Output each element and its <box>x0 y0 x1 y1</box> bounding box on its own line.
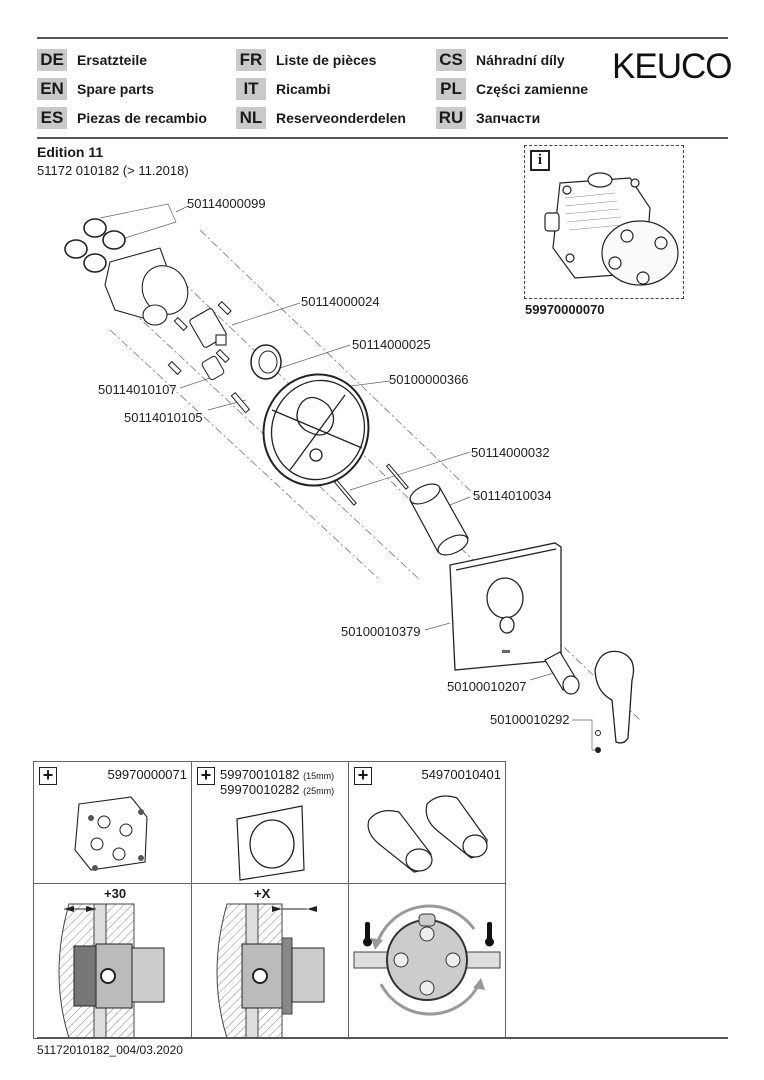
lang-pl: PL Części zamienne <box>436 78 588 100</box>
part-label-mounting-plate: 50100000366 <box>389 372 469 387</box>
part-label-screws: 50114000032 <box>471 445 550 460</box>
exploded-view-illustration <box>64 203 641 753</box>
info-part-number: 59970000070 <box>525 302 605 317</box>
lang-label: Ersatzteile <box>77 52 148 68</box>
lang-it: IT Ricambi <box>236 78 330 100</box>
extension-installation-diagram <box>216 903 325 1039</box>
accessory-note-25mm: (25mm) <box>303 786 335 796</box>
install-label-plusx: +X <box>254 886 271 901</box>
lang-label: Запчасти <box>476 110 541 126</box>
mounting-box-illustration <box>74 796 148 871</box>
plus-icon: + <box>354 766 372 785</box>
top-rule <box>37 37 728 39</box>
keuco-logo: KEUCO <box>612 47 732 86</box>
plus-icon: + <box>197 766 215 785</box>
lang-code: DE <box>37 49 67 71</box>
part-label-spindle-extension: 50100010207 <box>447 679 527 694</box>
valve-body-illustration <box>544 172 679 286</box>
header-rule <box>37 137 728 139</box>
lang-code: IT <box>236 78 266 100</box>
extension-frame-illustration <box>236 805 305 881</box>
part-label-o-rings: 50114000099 <box>187 196 266 211</box>
accessory-part-number-2: 59970010282 (25mm) <box>220 782 334 797</box>
document-id: 51172010182_004/03.2020 <box>37 1043 183 1057</box>
install-diagram-plus30: +30 <box>34 884 192 1039</box>
accessories-grid: + 59970000071 + 59970010182 (15mm) 59970… <box>33 761 506 1039</box>
lang-de: DE Ersatzteile <box>37 49 147 71</box>
lang-es: ES Piezas de recambio <box>37 107 207 129</box>
info-icon: i <box>530 150 550 171</box>
wall-installation-diagram <box>58 903 165 1039</box>
thermometer-icon <box>485 922 494 947</box>
thermometer-icon <box>363 922 372 947</box>
accessory-part-number-15mm: 59970010182 <box>220 767 300 782</box>
part-label-lever: 50100010292 <box>490 712 570 727</box>
accessory-cell-mounting-box: + 59970000071 <box>34 762 192 884</box>
lang-fr: FR Liste de pièces <box>236 49 376 71</box>
part-label-pin: 50114010105 <box>124 410 203 425</box>
edition-subtitle: 51172 010182 (> 11.2018) <box>37 163 189 178</box>
part-label-check-valve: 50114010107 <box>98 382 177 397</box>
hot-cold-orientation-diagram <box>353 904 501 1016</box>
lang-label: Piezas de recambio <box>77 110 207 126</box>
lang-label: Liste de pièces <box>276 52 377 68</box>
part-label-sleeve: 50114010034 <box>473 488 552 503</box>
accessory-part-number-25mm: 59970010282 <box>220 782 300 797</box>
accessory-part-number: 59970010182 (15mm) <box>220 767 334 782</box>
lang-code: FR <box>236 49 266 71</box>
lang-code: NL <box>236 107 266 129</box>
lang-label: Części zamienne <box>476 81 589 97</box>
install-diagram-orientation <box>349 884 505 1038</box>
lang-label: Reserveonderdelen <box>276 110 406 126</box>
lang-label: Náhradní díly <box>476 52 565 68</box>
part-label-cartridge: 50114000024 <box>301 294 380 309</box>
accessory-note-15mm: (15mm) <box>303 771 335 781</box>
install-label-plus30: +30 <box>104 886 127 901</box>
info-box <box>524 145 684 299</box>
lang-en: EN Spare parts <box>37 78 154 100</box>
accessory-part-number: 59970000071 <box>107 767 187 782</box>
accessory-cell-extension-frame: + 59970010182 (15mm) 59970010282 (25mm) <box>192 762 349 884</box>
sleeves-illustration <box>367 795 488 873</box>
lang-nl: NL Reserveonderdelen <box>236 107 406 129</box>
lang-label: Spare parts <box>77 81 155 97</box>
lang-code: ES <box>37 107 67 129</box>
edition-title: Edition 11 <box>37 144 104 160</box>
lang-code: PL <box>436 78 466 100</box>
lang-code: EN <box>37 78 67 100</box>
accessory-part-number: 54970010401 <box>421 767 501 782</box>
lang-code: RU <box>436 107 466 129</box>
lang-code: CS <box>436 49 466 71</box>
plus-icon: + <box>39 766 57 785</box>
part-label-lock-nut: 50114000025 <box>352 337 431 352</box>
install-diagram-plusx: +X <box>192 884 349 1039</box>
footer-rule <box>37 1037 728 1039</box>
lang-label: Ricambi <box>276 81 331 97</box>
part-label-cover-plate: 50100010379 <box>341 624 421 639</box>
lang-cs: CS Náhradní díly <box>436 49 565 71</box>
accessory-cell-sleeves: + 54970010401 <box>349 762 505 884</box>
lang-ru: RU Запчасти <box>436 107 540 129</box>
